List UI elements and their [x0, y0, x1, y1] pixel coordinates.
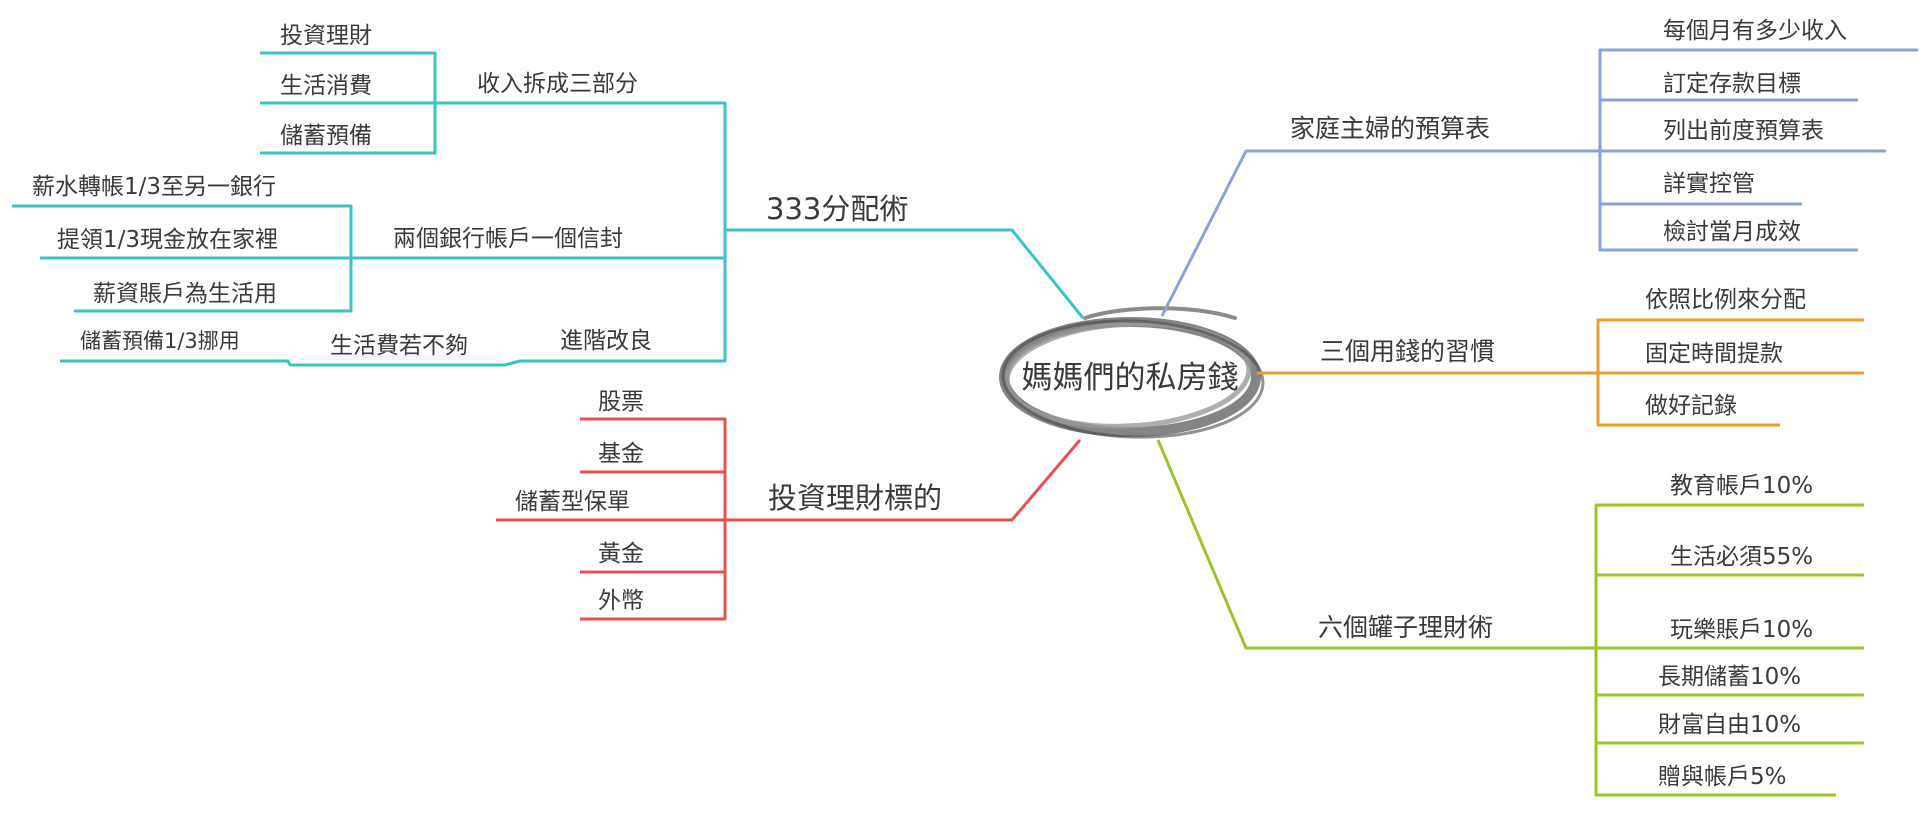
subtopic-monthly-review[interactable]: 檢討當月成效 — [1663, 219, 1801, 245]
subtopic-living-necessities[interactable]: 生活必須55% — [1670, 544, 1813, 570]
subtopic-long-term-savings[interactable]: 長期儲蓄10% — [1658, 664, 1801, 690]
connector-center-to-budget-333 — [725, 228, 1085, 319]
central-ring-brush-stroke — [999, 306, 1265, 439]
connector-center-to-investment — [725, 439, 1082, 522]
leaf-use-savings-third[interactable]: 儲蓄預備1/3挪用 — [80, 329, 240, 353]
leaf-funds[interactable]: 基金 — [598, 441, 644, 467]
leaf-gold[interactable]: 黃金 — [598, 541, 644, 567]
branch-spending-habits — [1257, 318, 1864, 427]
investment-labels: 投資理財標的 股票 基金 儲蓄型保單 黃金 外幣 — [515, 389, 942, 614]
subtopic-two-banks-one-envelope[interactable]: 兩個銀行帳戶一個信封 — [393, 226, 623, 252]
leaf-if-living-cost-insufficient[interactable]: 生活費若不夠 — [330, 333, 468, 359]
subtopic-keep-records[interactable]: 做好記錄 — [1645, 393, 1737, 419]
subtopic-education-account[interactable]: 教育帳戶10% — [1670, 473, 1813, 499]
subtopic-split-income[interactable]: 收入拆成三部分 — [477, 71, 638, 97]
topic-spending-habits[interactable]: 三個用錢的習慣 — [1320, 337, 1495, 366]
topic-budget-333[interactable]: 333分配術 — [766, 192, 908, 226]
leaf-salary-account-living[interactable]: 薪資賬戶為生活用 — [93, 281, 277, 307]
spending-habits-labels: 三個用錢的習慣 依照比例來分配 固定時間提款 做好記錄 — [1320, 287, 1806, 419]
subtopic-allocate-by-ratio[interactable]: 依照比例來分配 — [1645, 287, 1806, 313]
subtopic-financial-freedom[interactable]: 財富自由10% — [1658, 712, 1801, 738]
subtopic-monthly-income[interactable]: 每個月有多少收入 — [1663, 18, 1847, 44]
leaf-cash-at-home[interactable]: 提領1/3現金放在家裡 — [57, 227, 278, 253]
subtopic-fixed-withdrawal[interactable]: 固定時間提款 — [1645, 341, 1783, 367]
topic-six-jars[interactable]: 六個罐子理財術 — [1318, 613, 1493, 642]
leaf-salary-transfer[interactable]: 薪水轉帳1/3至另一銀行 — [32, 174, 276, 200]
subtopic-previous-budget[interactable]: 列出前度預算表 — [1663, 118, 1824, 144]
subtopic-play-account[interactable]: 玩樂賬戶10% — [1670, 617, 1813, 643]
leaf-stocks[interactable]: 股票 — [598, 389, 644, 415]
leaf-foreign-currency[interactable]: 外幣 — [598, 588, 644, 614]
leaf-living-expense[interactable]: 生活消費 — [280, 73, 372, 99]
branch-investment — [496, 417, 1082, 621]
branch-household-budget — [1160, 48, 1918, 317]
budget-333-labels: 333分配術 收入拆成三部分 投資理財 生活消費 儲蓄預備 兩個銀行帳戶一個信封… — [32, 23, 908, 359]
connector-center-to-six-jars — [1156, 439, 1596, 650]
subtopic-gift-account[interactable]: 贈與帳戶5% — [1658, 764, 1787, 790]
topic-investment-targets[interactable]: 投資理財標的 — [768, 481, 942, 515]
household-budget-labels: 家庭主婦的預算表 每個月有多少收入 訂定存款目標 列出前度預算表 詳實控管 檢討… — [1290, 18, 1847, 245]
subtopic-detailed-control[interactable]: 詳實控管 — [1663, 171, 1755, 197]
central-topic-label: 媽媽們的私房錢 — [1022, 360, 1239, 396]
connector-center-to-household-budget — [1160, 149, 1600, 317]
subtopic-savings-goal[interactable]: 訂定存款目標 — [1663, 71, 1801, 97]
topic-household-budget[interactable]: 家庭主婦的預算表 — [1290, 114, 1490, 143]
branch-budget-333 — [12, 51, 1085, 367]
leaf-savings-reserve[interactable]: 儲蓄預備 — [280, 123, 372, 149]
central-topic[interactable]: 媽媽們的私房錢 — [999, 306, 1265, 441]
subtopic-advanced-improvement[interactable]: 進階改良 — [560, 328, 652, 354]
leaf-investment[interactable]: 投資理財 — [280, 23, 372, 49]
six-jars-labels: 六個罐子理財術 教育帳戶10% 生活必須55% 玩樂賬戶10% 長期儲蓄10% … — [1318, 473, 1813, 790]
leaf-savings-insurance[interactable]: 儲蓄型保單 — [515, 489, 630, 515]
branch-six-jars — [1156, 439, 1864, 797]
